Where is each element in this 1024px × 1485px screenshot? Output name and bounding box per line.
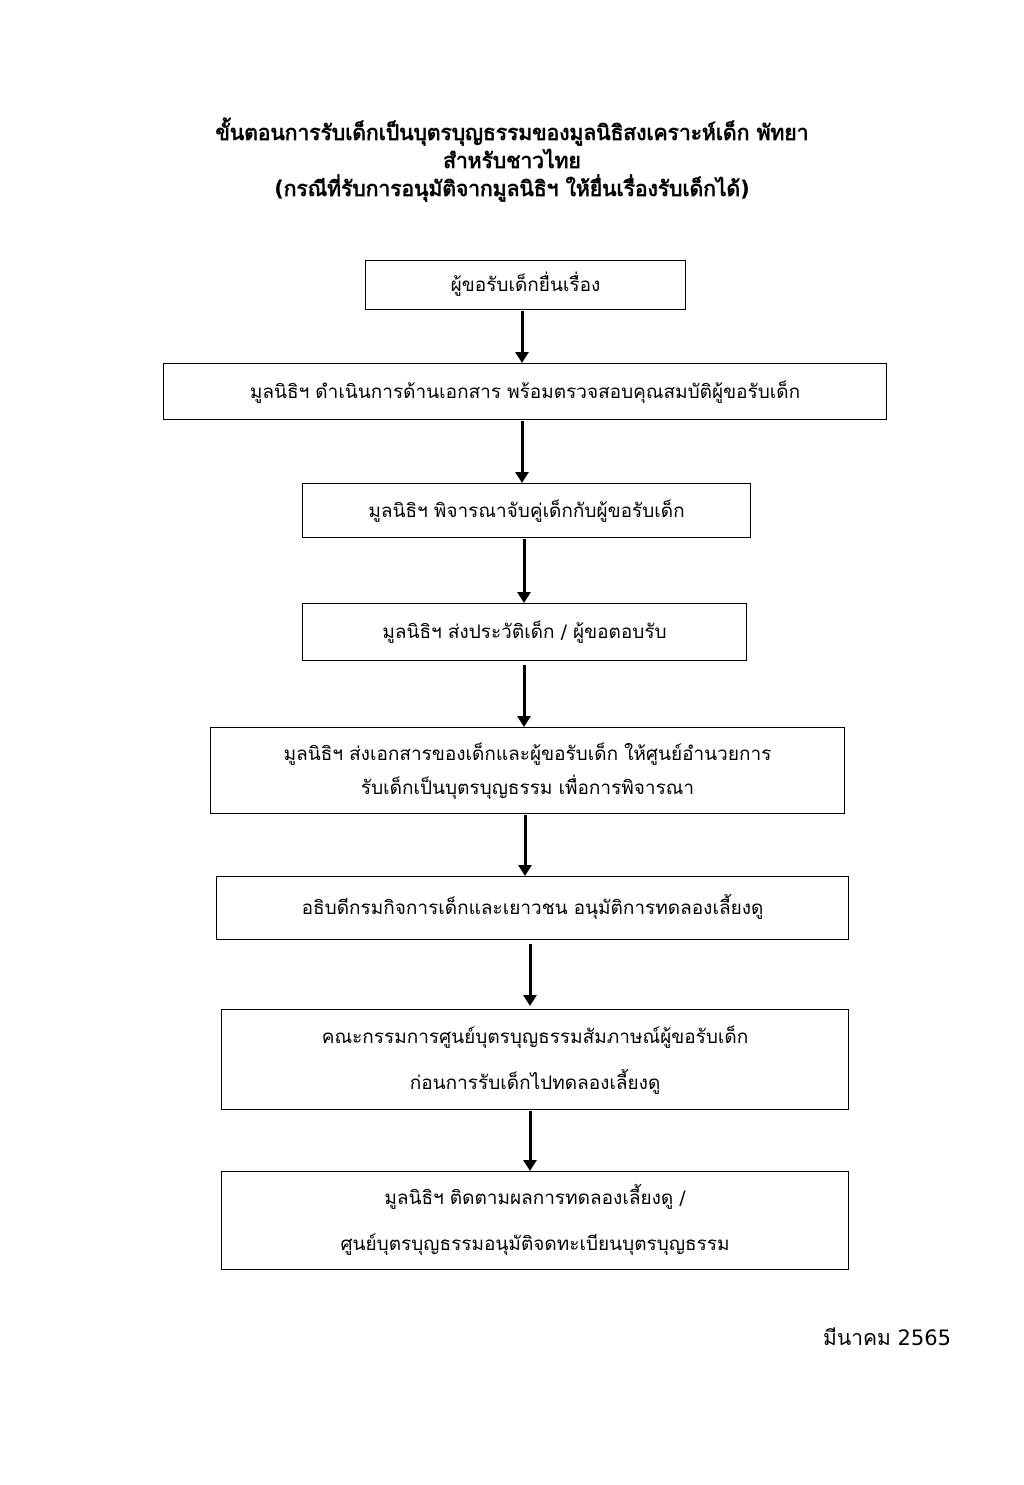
flow-arrow-2 [512, 421, 532, 483]
flow-step-5-text-line-1: มูลนิธิฯ ส่งเอกสารของเด็กและผู้ขอรับเด็ก… [283, 742, 772, 765]
flow-arrow-1 [512, 311, 532, 363]
flow-step-8: มูลนิธิฯ ติดตามผลการทดลองเลี้ยงดู / ศูนย… [221, 1171, 849, 1270]
flow-step-1-text: ผู้ขอรับเด็กยื่นเรื่อง [450, 274, 601, 296]
flow-step-7-text-line-1: คณะกรรมการศูนย์บุตรบุญธรรมสัมภาษณ์ผู้ขอร… [321, 1025, 749, 1048]
flow-step-1: ผู้ขอรับเด็กยื่นเรื่อง [365, 260, 686, 310]
page-title-line-3: (กรณีที่รับการอนุมัติจากมูลนิธิฯ ให้ยื่น… [274, 177, 750, 201]
flow-step-4: มูลนิธิฯ ส่งประวัติเด็ก / ผู้ขอตอบรับ [302, 603, 747, 661]
flow-step-4-text: มูลนิธิฯ ส่งประวัติเด็ก / ผู้ขอตอบรับ [382, 621, 667, 643]
flow-step-7: คณะกรรมการศูนย์บุตรบุญธรรมสัมภาษณ์ผู้ขอร… [221, 1009, 849, 1110]
document-date: มีนาคม 2565 [823, 1326, 951, 1350]
page-title-line-1: ขั้นตอนการรับเด็กเป็นบุตรบุญธรรมของมูลนิ… [215, 121, 809, 145]
flow-step-8-text-line-1: มูลนิธิฯ ติดตามผลการทดลองเลี้ยงดู / [384, 1186, 686, 1209]
flow-step-7-text-line-2: ก่อนการรับเด็กไปทดลองเลี้ยงดู [409, 1071, 661, 1094]
flow-step-8-text-line-2: ศูนย์บุตรบุญธรรมอนุมัติจดทะเบียนบุตรบุญธ… [340, 1232, 730, 1255]
flow-step-6: อธิบดีกรมกิจการเด็กและเยาวชน อนุมัติการท… [216, 876, 849, 940]
flow-step-6-text: อธิบดีกรมกิจการเด็กและเยาวชน อนุมัติการท… [301, 897, 764, 919]
flow-arrow-4 [514, 665, 534, 727]
page-title-line-2: สำหรับชาวไทย [443, 149, 581, 173]
flow-step-5-text-line-2: รับเด็กเป็นบุตรบุญธรรม เพื่อการพิจารณา [360, 776, 695, 799]
flow-step-2-text: มูลนิธิฯ ดำเนินการด้านเอกสาร พร้อมตรวจสอ… [249, 380, 801, 403]
flow-arrow-5 [515, 815, 535, 876]
flow-arrow-3 [514, 539, 534, 603]
flow-step-2: มูลนิธิฯ ดำเนินการด้านเอกสาร พร้อมตรวจสอ… [163, 363, 887, 420]
flow-arrow-7 [520, 1111, 540, 1171]
flow-step-5: มูลนิธิฯ ส่งเอกสารของเด็กและผู้ขอรับเด็ก… [210, 727, 845, 814]
flow-step-3: มูลนิธิฯ พิจารณาจับคู่เด็กกับผู้ขอรับเด็… [302, 483, 751, 538]
flow-arrow-6 [520, 944, 540, 1006]
flow-step-3-text: มูลนิธิฯ พิจารณาจับคู่เด็กกับผู้ขอรับเด็… [368, 499, 685, 522]
